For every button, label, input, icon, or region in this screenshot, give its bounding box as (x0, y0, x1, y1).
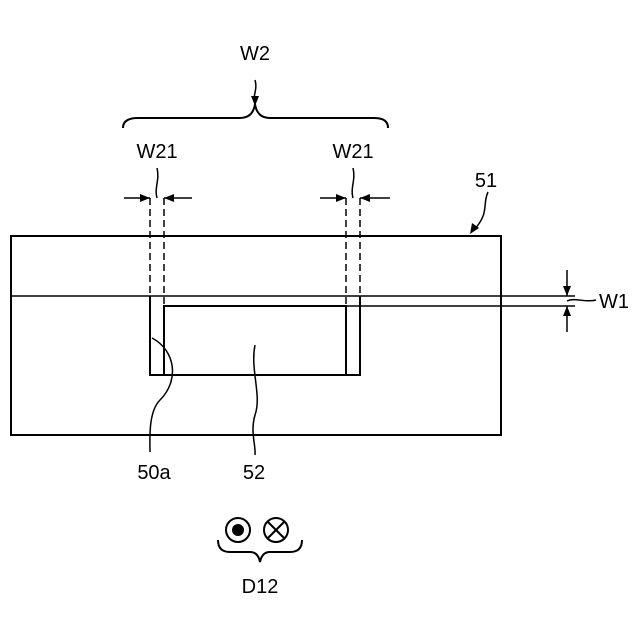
substrate-51 (11, 236, 501, 435)
label-w2: W2 (240, 43, 270, 65)
label-51: 51 (475, 170, 497, 192)
label-w21-right: W21 (332, 141, 373, 163)
ref-51-leader (470, 192, 488, 234)
body-52 (164, 306, 346, 375)
label-w1: W1 (599, 291, 629, 313)
w21-left-dimension (124, 168, 192, 202)
label-50a: 50a (137, 462, 171, 484)
label-w21-left: W21 (136, 141, 177, 163)
ref-52-leader (253, 345, 257, 455)
label-52: 52 (243, 462, 265, 484)
recess-50a (150, 296, 360, 375)
dot-in-circle-icon (226, 518, 250, 542)
w21-right-dimension (320, 168, 390, 202)
cross-in-circle-icon (264, 518, 288, 542)
w2-brace (123, 80, 388, 128)
d12-brace (218, 540, 302, 562)
label-d12: D12 (242, 576, 279, 598)
w1-dimension (346, 270, 596, 332)
